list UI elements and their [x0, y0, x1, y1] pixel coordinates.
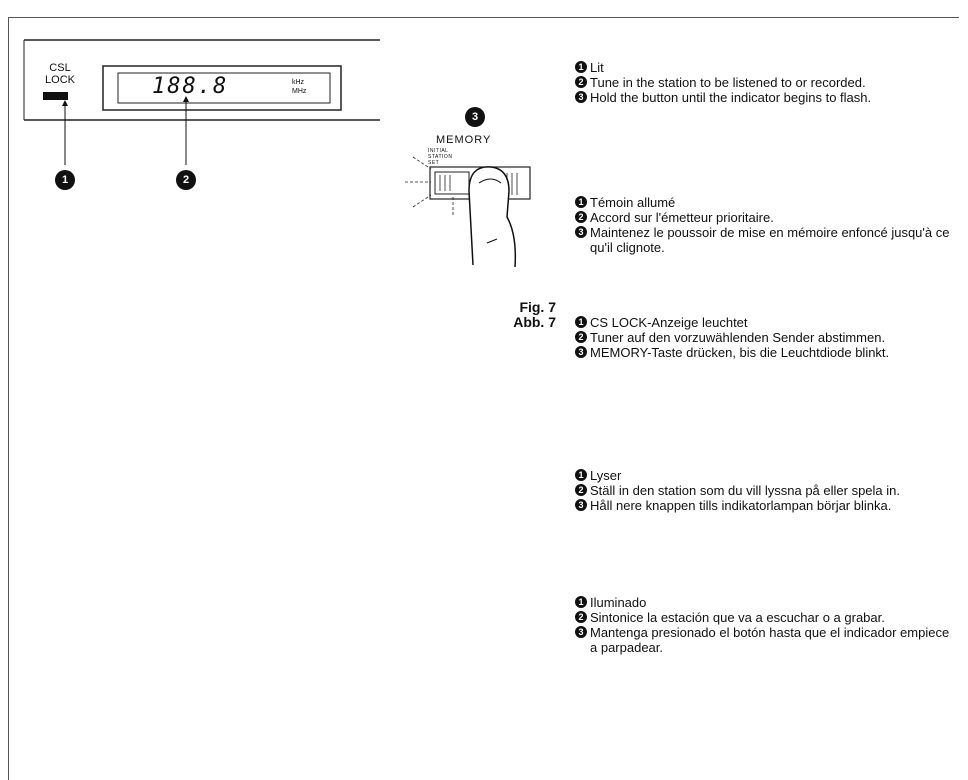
callout-1-circle	[55, 170, 75, 190]
step-number: 2	[575, 611, 587, 623]
tuner-panel-drawing	[23, 39, 380, 190]
step-text: Tuner auf den vorzuwählenden Sender abst…	[590, 330, 886, 345]
step-text: CS LOCK-Anzeige leuchtet	[590, 315, 748, 330]
memory-label: MEMORY	[436, 134, 492, 146]
step-text: Maintenez le poussoir de mise en mémoire…	[590, 225, 950, 255]
step-text: Accord sur l'émetteur prioritaire.	[590, 210, 774, 225]
step-number: 3	[575, 91, 587, 103]
memory-sub-label: INITIAL STATION SET	[428, 148, 453, 166]
step-number: 3	[575, 626, 587, 638]
step-number: 1	[575, 316, 587, 328]
step-text: Hold the button until the indicator begi…	[590, 90, 872, 105]
callout-2-circle	[176, 170, 196, 190]
callout-3-circle	[465, 107, 485, 127]
csl-label-line2: LOCK	[45, 74, 75, 86]
step-text: Tune in the station to be listened to or…	[590, 75, 866, 90]
step-number: 1	[575, 196, 587, 208]
step-text: MEMORY-Taste drücken, bis die Leuchtdiod…	[590, 345, 890, 360]
memory-button-drawing	[405, 107, 531, 268]
step-text: Lit	[590, 60, 604, 75]
step-number: 2	[575, 331, 587, 343]
step-number: 1	[575, 596, 587, 608]
step-number: 1	[575, 469, 587, 481]
display-window-inner	[117, 72, 331, 104]
step-number: 3	[575, 226, 587, 238]
callout-2-number: 2	[182, 174, 190, 186]
step-text: Ställ in den station som du vill lyssna …	[590, 483, 900, 498]
unit-labels: kHz MHz	[292, 78, 306, 96]
callout-1-number: 1	[61, 174, 69, 186]
step-text: Håll nere knappen tills indikatorlampan …	[590, 498, 892, 513]
display-window-outer	[102, 65, 342, 111]
csl-lock-indicator	[43, 92, 68, 100]
callout-1-arrow	[62, 100, 68, 106]
callout-3-number: 3	[471, 111, 479, 123]
step-text: Lyser	[590, 468, 622, 483]
unit-mhz-label: MHz	[292, 88, 307, 95]
step-text: Mantenga presionado el botón hasta que e…	[590, 625, 950, 655]
csl-lock-label: CSL LOCK	[40, 62, 80, 86]
callout-2-arrow	[183, 96, 189, 102]
figure-label-abb: Abb. 7	[513, 314, 556, 330]
step-number: 3	[575, 499, 587, 511]
step-number: 1	[575, 61, 587, 73]
finger-icon	[468, 166, 517, 268]
step-number: 2	[575, 211, 587, 223]
figure-label-fig: Fig. 7	[519, 299, 556, 315]
csl-label-line1: CSL	[49, 62, 71, 74]
step-number: 3	[575, 346, 587, 358]
step-number: 2	[575, 76, 587, 88]
frequency-display: 188.8	[152, 74, 229, 99]
step-text: Sintonice la estación que va a escuchar …	[590, 610, 885, 625]
step-text: Témoin allumé	[590, 195, 676, 210]
step-number: 2	[575, 484, 587, 496]
figure-label: Fig. 7 Abb. 7	[476, 300, 556, 330]
step-text: Iluminado	[590, 595, 647, 610]
page-frame	[8, 17, 959, 780]
unit-khz-label: kHz	[292, 79, 305, 86]
